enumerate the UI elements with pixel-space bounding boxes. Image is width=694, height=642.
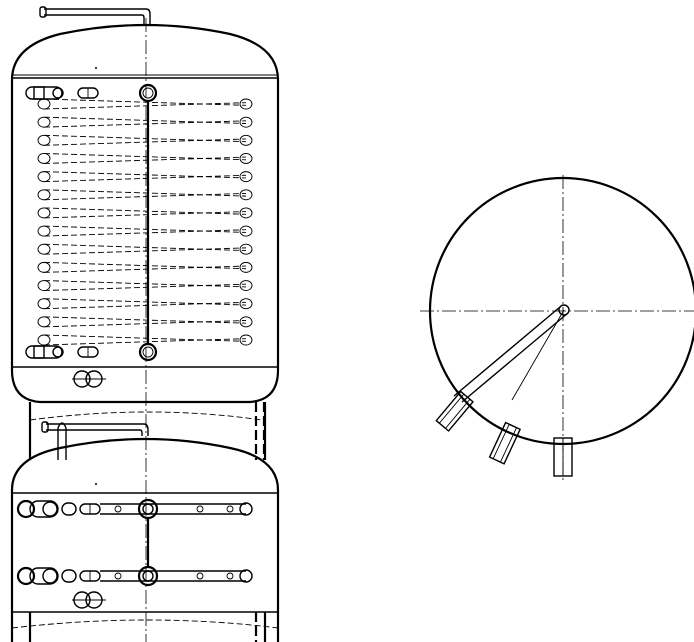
coil-loop-right — [239, 316, 253, 328]
lower-tank — [10, 437, 280, 642]
coil-run — [43, 301, 247, 310]
coil-loop-right — [239, 171, 253, 183]
coil-loop-left — [37, 134, 51, 146]
coil-loop-left — [37, 280, 51, 291]
coil-loop-left — [37, 225, 51, 237]
coil-run — [43, 120, 247, 128]
coil-loop-left — [37, 98, 51, 110]
coil-loop-right — [239, 298, 253, 310]
heat-exchanger-coil — [37, 98, 253, 346]
coil-loop-right — [239, 98, 253, 110]
coil-run — [43, 334, 247, 342]
coil-run — [43, 153, 247, 161]
coil-run — [43, 207, 247, 215]
coil-run — [43, 298, 247, 306]
coil-run — [43, 171, 247, 179]
plan-view — [420, 175, 694, 480]
coil-run — [43, 229, 247, 237]
coil-run — [43, 283, 247, 291]
coil-run — [43, 156, 247, 164]
coil-run — [43, 265, 247, 273]
coil-inlet-nozzle — [138, 83, 158, 103]
coil-loop-left — [37, 171, 51, 183]
coil-run — [43, 211, 247, 219]
coil-run — [43, 247, 247, 255]
lower-connection-row-2 — [16, 565, 253, 587]
coil-loop-left — [37, 261, 51, 273]
coil-run — [43, 134, 247, 143]
coil-loop-right — [239, 189, 253, 201]
upper-side-fittings-top — [25, 86, 99, 100]
lower-tank-shell — [10, 437, 280, 642]
top-vent-pipe — [39, 6, 151, 24]
plan-view-nozzle-2 — [488, 421, 522, 465]
coil-loop-right — [239, 334, 253, 346]
coil-loop-left — [37, 153, 51, 164]
upper-side-fittings-bottom — [25, 345, 99, 359]
coil-loop-right — [239, 134, 253, 146]
coil-loop-left — [37, 207, 51, 219]
tank-stand — [28, 402, 267, 460]
coil-loop-left — [37, 189, 51, 201]
coil-loop-left — [37, 316, 51, 328]
coil-loop-right — [239, 225, 253, 237]
coil-loop-right — [239, 280, 253, 291]
coil-loop-right — [239, 153, 253, 164]
plan-view-diagonal-pipe — [453, 304, 570, 403]
coil-run — [43, 174, 247, 183]
coil-run — [43, 225, 247, 233]
plan-view-nozzle-1 — [435, 390, 474, 432]
coil-run — [43, 116, 247, 124]
lower-drain-fitting — [72, 591, 106, 609]
coil-outlet-nozzle — [138, 342, 158, 362]
coil-run — [43, 338, 247, 346]
coil-loop-right — [239, 243, 253, 255]
coil-run — [43, 243, 247, 252]
lower-connection-row-1 — [16, 498, 253, 520]
coil-loop-left — [37, 298, 51, 310]
upper-drain-fitting — [72, 370, 106, 388]
coil-loop-right — [239, 207, 253, 219]
coil-loop-right — [239, 116, 253, 128]
coil-loop-left — [37, 243, 51, 255]
coil-run — [43, 138, 247, 146]
upper-tank-shell — [10, 23, 280, 404]
coil-run — [43, 316, 247, 324]
coil-loop-left — [37, 116, 51, 128]
coil-run — [43, 102, 247, 110]
coil-run — [43, 320, 247, 328]
coil-run — [43, 189, 247, 197]
upper-tank — [10, 6, 280, 404]
coil-loop-right — [239, 261, 253, 273]
coil-run — [43, 98, 247, 106]
coil-loop-left — [37, 334, 51, 346]
coil-run — [43, 280, 247, 288]
coil-run — [43, 192, 247, 201]
plan-view-nozzle-3 — [553, 437, 573, 477]
coil-run — [43, 261, 247, 270]
